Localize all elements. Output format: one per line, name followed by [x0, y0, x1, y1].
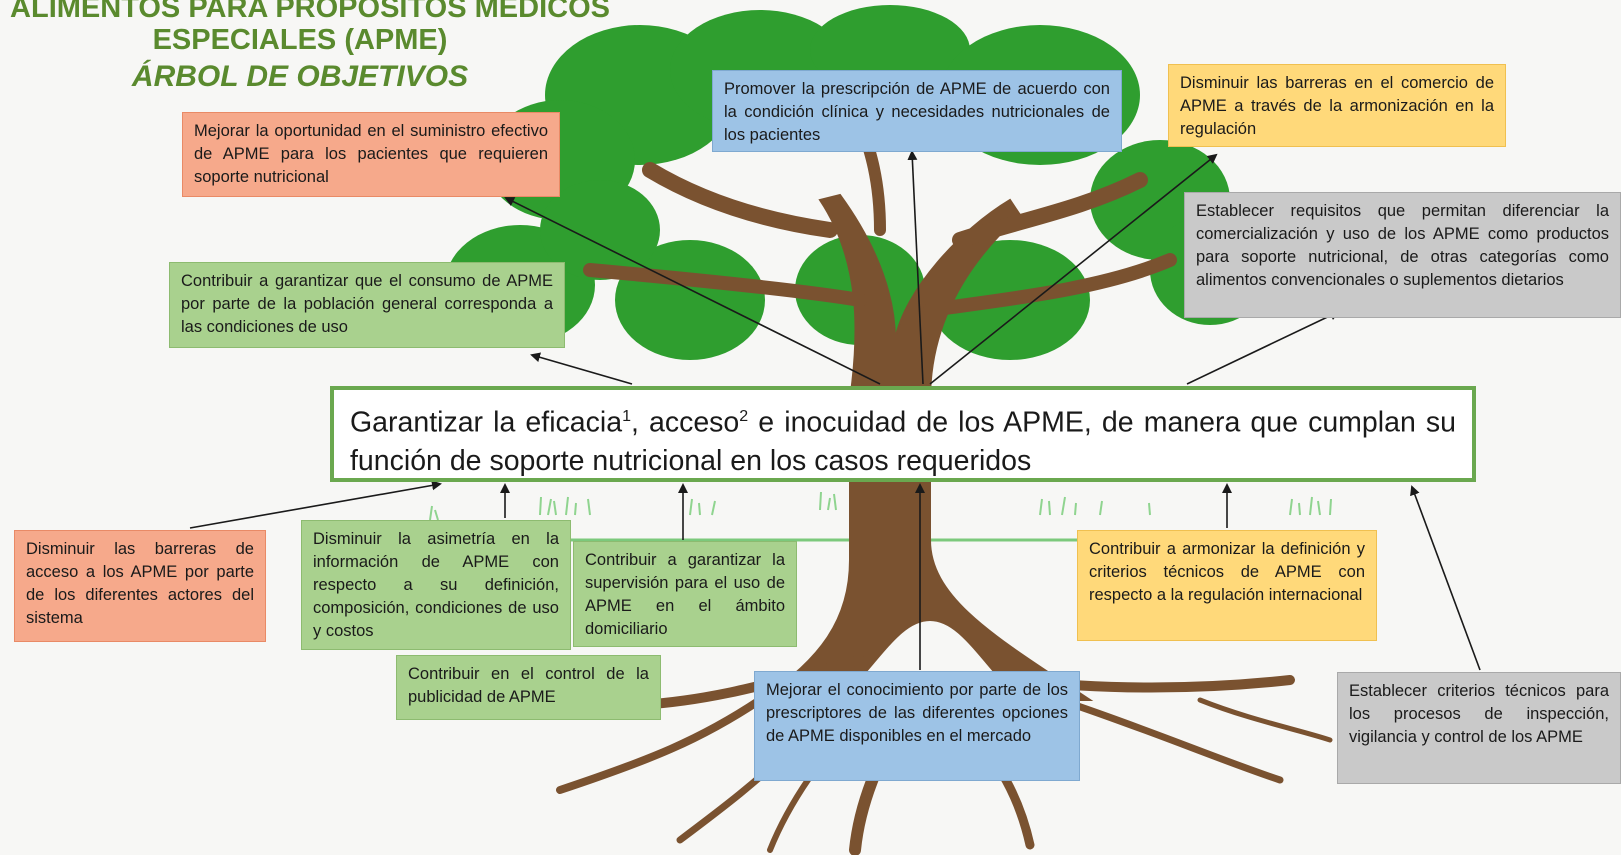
end-box-commerce: Disminuir las barreras en el comercio de…	[1168, 64, 1506, 147]
footnote-1: 1	[622, 408, 631, 425]
end-box-prescription: Promover la prescripción de APME de acue…	[712, 70, 1122, 152]
central-text-part2: , acceso	[630, 406, 740, 439]
diagram-title-line2: ESPECIALES (APME)	[152, 24, 448, 56]
end-box-requirements: Establecer requisitos que permitan difer…	[1184, 192, 1621, 318]
means-box-access: Disminuir las barreras de acceso a los A…	[14, 530, 266, 642]
means-box-information: Disminuir la asimetría en la información…	[301, 520, 571, 650]
central-text-part3: e inocuidad de los APME, de manera que c…	[350, 406, 1456, 477]
footnote-2: 2	[739, 408, 749, 425]
means-box-inspection: Establecer criterios técnicos para los p…	[1337, 672, 1621, 784]
means-box-advertising: Contribuir en el control de la publicida…	[396, 655, 661, 720]
arrows-up	[504, 150, 1340, 385]
means-box-supervision: Contribuir a garantizar la supervisión p…	[573, 541, 797, 647]
means-box-knowledge: Mejorar el conocimiento por parte de los…	[754, 671, 1080, 781]
means-box-harmonize: Contribuir a armonizar la definición y c…	[1077, 530, 1377, 641]
diagram-title-line1: ALIMENTOS PARA PROPÓSITOS MÉDICOS	[10, 0, 610, 24]
tree-trunk	[583, 114, 1177, 701]
central-text-part1: Garantizar la eficacia	[350, 406, 623, 439]
diagram-subtitle: ÁRBOL DE OBJETIVOS	[131, 60, 469, 93]
end-box-supply: Mejorar la oportunidad en el suministro …	[182, 112, 560, 197]
central-objective-box: Garantizar la eficacia1, acceso2 e inocu…	[330, 386, 1476, 482]
arrows-means	[189, 480, 1481, 671]
end-box-consumption: Contribuir a garantizar que el consumo d…	[169, 262, 565, 348]
